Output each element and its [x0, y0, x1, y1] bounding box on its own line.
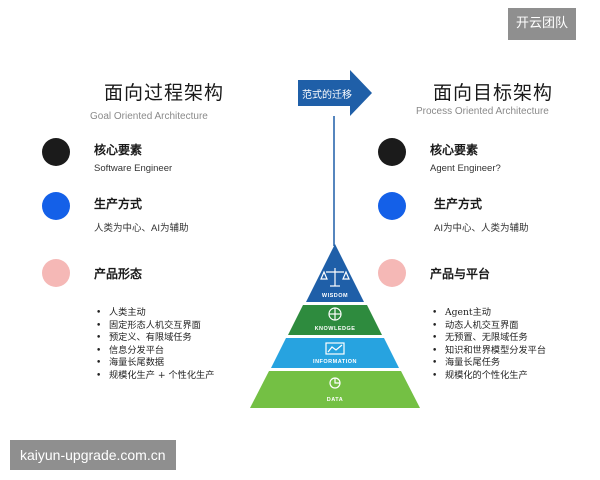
tier-label-wisdom: WISDOM	[322, 293, 348, 299]
pie-icon	[329, 377, 341, 389]
list-item: 知识和世界模型分发平台	[432, 345, 546, 358]
paradigm-shift-arrow	[298, 70, 372, 246]
left-core-dot	[42, 138, 70, 166]
arrow-shape	[298, 70, 372, 116]
arrow-label: 范式的迁移	[302, 90, 352, 101]
right-production-value: AI为中心、人类为辅助	[434, 223, 529, 234]
right-production-dot	[378, 192, 406, 220]
left-product-label: 产品形态	[94, 267, 143, 281]
dikw-pyramid: WISDOM KNOWLEDGE INFORMATION DATA	[250, 244, 420, 408]
list-item: Agent主动	[432, 307, 546, 320]
right-bullet-list: Agent主动 动态人机交互界面 无预置、无限域任务 知识和世界模型分发平台 海…	[432, 307, 546, 383]
right-product-dot	[378, 259, 406, 287]
left-core-label: 核心要素	[94, 143, 143, 157]
brain-icon	[328, 307, 342, 321]
right-title: 面向目标架构	[433, 82, 554, 104]
left-title: 面向过程架构	[104, 82, 225, 104]
left-subtitle: Goal Oriented Architecture	[90, 111, 208, 122]
list-item: 海量长尾任务	[432, 357, 546, 370]
left-production-dot	[42, 192, 70, 220]
left-production-label: 生产方式	[94, 197, 143, 211]
watermark-bottom: kaiyun-upgrade.com.cn	[10, 440, 176, 470]
watermark-top: 开云团队	[508, 8, 577, 40]
list-item: 固定形态人机交互界面	[96, 320, 214, 333]
pyramid-tier-data	[250, 371, 420, 408]
list-item: 动态人机交互界面	[432, 320, 546, 333]
left-product-dot	[42, 259, 70, 287]
chart-icon	[325, 342, 345, 355]
pyramid-tier-information	[271, 338, 399, 368]
left-production-value: 人类为中心、AI为辅助	[94, 223, 189, 234]
right-core-value: Agent Engineer?	[430, 163, 501, 174]
scales-icon	[320, 268, 350, 287]
right-product-label: 产品与平台	[430, 267, 491, 281]
list-item: 规模化生产 + 个性化生产	[96, 370, 214, 383]
list-item: 海量长尾数据	[96, 357, 214, 370]
right-subtitle: Process Oriented Architecture	[416, 106, 549, 117]
list-item: 信息分发平台	[96, 345, 214, 358]
right-core-label: 核心要素	[430, 143, 479, 157]
right-production-label: 生产方式	[434, 197, 483, 211]
left-bullet-list: 人类主动 固定形态人机交互界面 预定义、有限域任务 信息分发平台 海量长尾数据 …	[96, 307, 214, 383]
list-item: 预定义、有限域任务	[96, 332, 214, 345]
list-item: 规模化的个性化生产	[432, 370, 546, 383]
list-item: 无预置、无限域任务	[432, 332, 546, 345]
right-core-dot	[378, 138, 406, 166]
tier-label-information: INFORMATION	[313, 359, 357, 365]
tier-label-data: DATA	[327, 397, 343, 403]
list-item: 人类主动	[96, 307, 214, 320]
tier-label-knowledge: KNOWLEDGE	[315, 326, 356, 332]
left-core-value: Software Engineer	[94, 163, 173, 174]
